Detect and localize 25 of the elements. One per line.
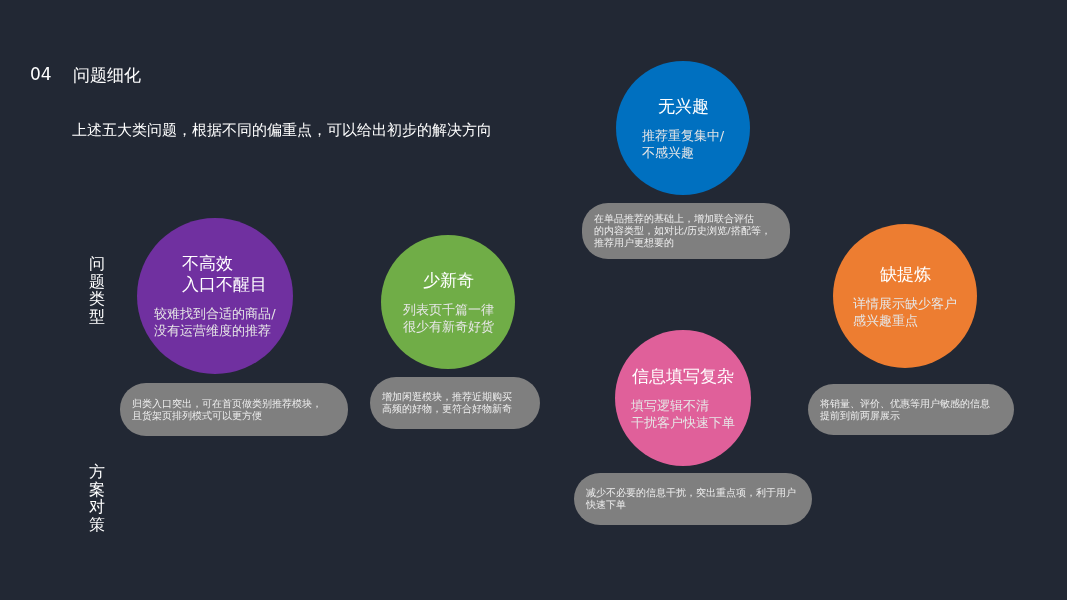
section-title: 问题细化 <box>73 64 141 87</box>
solution-text: 增加闲逛模块，推荐近期购买高频的好物，更符合好物新奇 <box>382 391 513 415</box>
solution-pill <box>370 377 540 429</box>
problem-description: 推荐重复集中/不感兴趣 <box>641 126 725 161</box>
row-label: 方案对策 <box>89 463 105 534</box>
problem-title: 无兴趣 <box>657 95 709 117</box>
subtitle: 上述五大类问题，根据不同的偏重点，可以给出初步的解决方向 <box>72 121 492 140</box>
solution-pill <box>120 383 348 436</box>
problem-title: 信息填写复杂 <box>632 365 734 387</box>
problem-description: 详情展示缺少客户感兴趣重点 <box>853 294 957 329</box>
solution-pill <box>574 473 812 525</box>
section-number: 04 <box>30 64 52 84</box>
problem-title: 少新奇 <box>422 269 474 291</box>
solution-pill <box>582 203 790 259</box>
problem-description: 列表页千篇一律很少有新奇好货 <box>402 300 494 335</box>
problem-title: 不高效入口不醒目 <box>182 253 267 295</box>
row-label: 问题类型 <box>89 255 105 326</box>
solution-text: 将销量、评价、优惠等用户敏感的信息提前到前两屏展示 <box>820 397 991 422</box>
problem-title: 缺提炼 <box>879 263 931 285</box>
solution-text: 归类入口突出，可在首页做类别推荐模块，且货架页排列模式可以更方便 <box>132 397 323 422</box>
solution-text: 减少不必要的信息干扰，突出重点项，利于用户快速下单 <box>586 487 797 511</box>
problem-description: 较难找到合适的商品/没有运营维度的推荐 <box>154 305 276 339</box>
problem-description: 填写逻辑不清干扰客户快速下单 <box>631 396 735 431</box>
solution-text: 在单品推荐的基础上，增加联合评估的内容类型，如对比/历史浏览/搭配等，推荐用户更想要的 <box>594 213 772 249</box>
solution-pill <box>808 384 1014 435</box>
